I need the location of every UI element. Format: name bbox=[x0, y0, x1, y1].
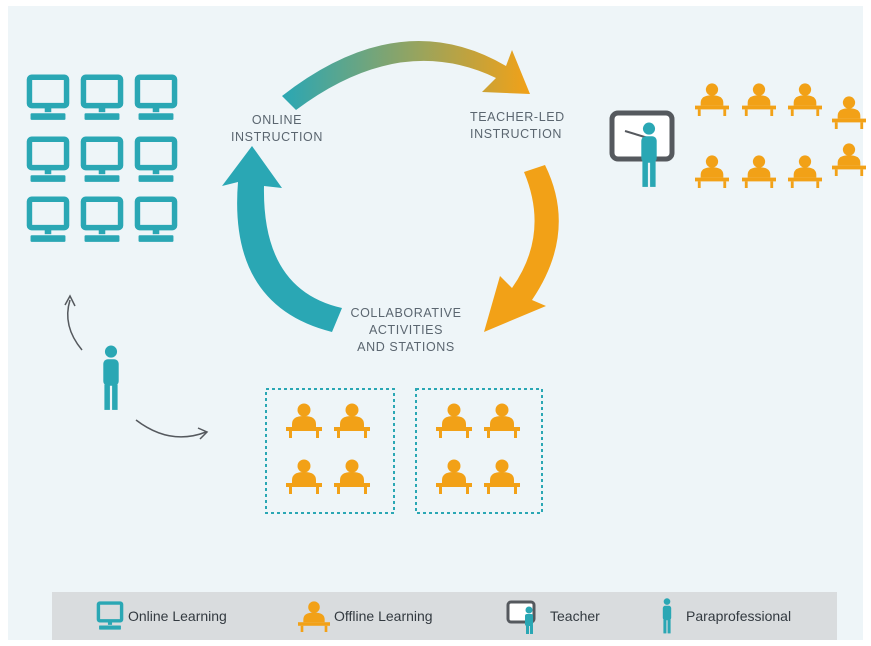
computer-icon bbox=[83, 199, 120, 242]
paraprofessional-figure bbox=[64, 294, 209, 440]
computer-lab-group bbox=[29, 77, 174, 242]
movement-arrow bbox=[67, 299, 83, 351]
legend-label: Offline Learning bbox=[334, 608, 433, 624]
student-icon bbox=[286, 403, 322, 438]
student-icon bbox=[695, 155, 729, 188]
computer-icon bbox=[29, 199, 66, 242]
student-icon bbox=[484, 459, 520, 494]
teacher-led-students bbox=[695, 83, 866, 188]
student-icon bbox=[286, 459, 322, 494]
computer-icon bbox=[96, 601, 124, 630]
student-icon bbox=[484, 403, 520, 438]
legend-item-online: Online Learning bbox=[96, 592, 227, 640]
student-icon bbox=[832, 143, 866, 176]
computer-icon bbox=[137, 77, 174, 120]
legend: Online Learning Offline Learning Teacher… bbox=[52, 592, 837, 640]
station-group-2 bbox=[415, 388, 543, 514]
legend-label: Online Learning bbox=[128, 608, 227, 624]
diagram-canvas bbox=[8, 6, 863, 640]
computer-icon bbox=[83, 77, 120, 120]
legend-item-paraprofessional: Paraprofessional bbox=[660, 592, 791, 640]
cycle-arrow-top bbox=[282, 41, 530, 110]
student-icon bbox=[742, 155, 776, 188]
student-icon bbox=[695, 83, 729, 116]
computer-icon bbox=[137, 199, 174, 242]
computer-icon bbox=[83, 139, 120, 182]
legend-label: Teacher bbox=[550, 608, 600, 624]
computer-icon bbox=[137, 139, 174, 182]
student-icon bbox=[334, 459, 370, 494]
student-icon bbox=[334, 403, 370, 438]
teacher-figure bbox=[609, 110, 675, 187]
station-group-1 bbox=[265, 388, 395, 514]
student-icon bbox=[436, 403, 472, 438]
movement-arrow bbox=[135, 419, 207, 438]
legend-item-teacher: Teacher bbox=[506, 592, 600, 640]
student-icon bbox=[436, 459, 472, 494]
paraprofessional-icon bbox=[662, 598, 672, 634]
computer-icon bbox=[29, 139, 66, 182]
cycle-arrow-left bbox=[222, 146, 342, 332]
cycle-arrow-right bbox=[484, 165, 559, 332]
student-icon bbox=[742, 83, 776, 116]
legend-item-offline: Offline Learning bbox=[298, 592, 433, 640]
online-instruction-label: ONLINE INSTRUCTION bbox=[230, 113, 323, 144]
student-icon bbox=[788, 83, 822, 116]
paraprofessional-icon bbox=[103, 345, 119, 410]
teacher-icon bbox=[506, 600, 536, 634]
student-icon bbox=[832, 96, 866, 129]
collaborative-activities-label: COLLABORATIVE ACTIVITIES AND STATIONS bbox=[350, 306, 462, 354]
legend-label: Paraprofessional bbox=[686, 608, 792, 624]
teacher-led-instruction-label: TEACHER-LED INSTRUCTION bbox=[470, 110, 565, 141]
student-icon bbox=[788, 155, 822, 188]
student-icon bbox=[298, 601, 330, 632]
computer-icon bbox=[29, 77, 66, 120]
